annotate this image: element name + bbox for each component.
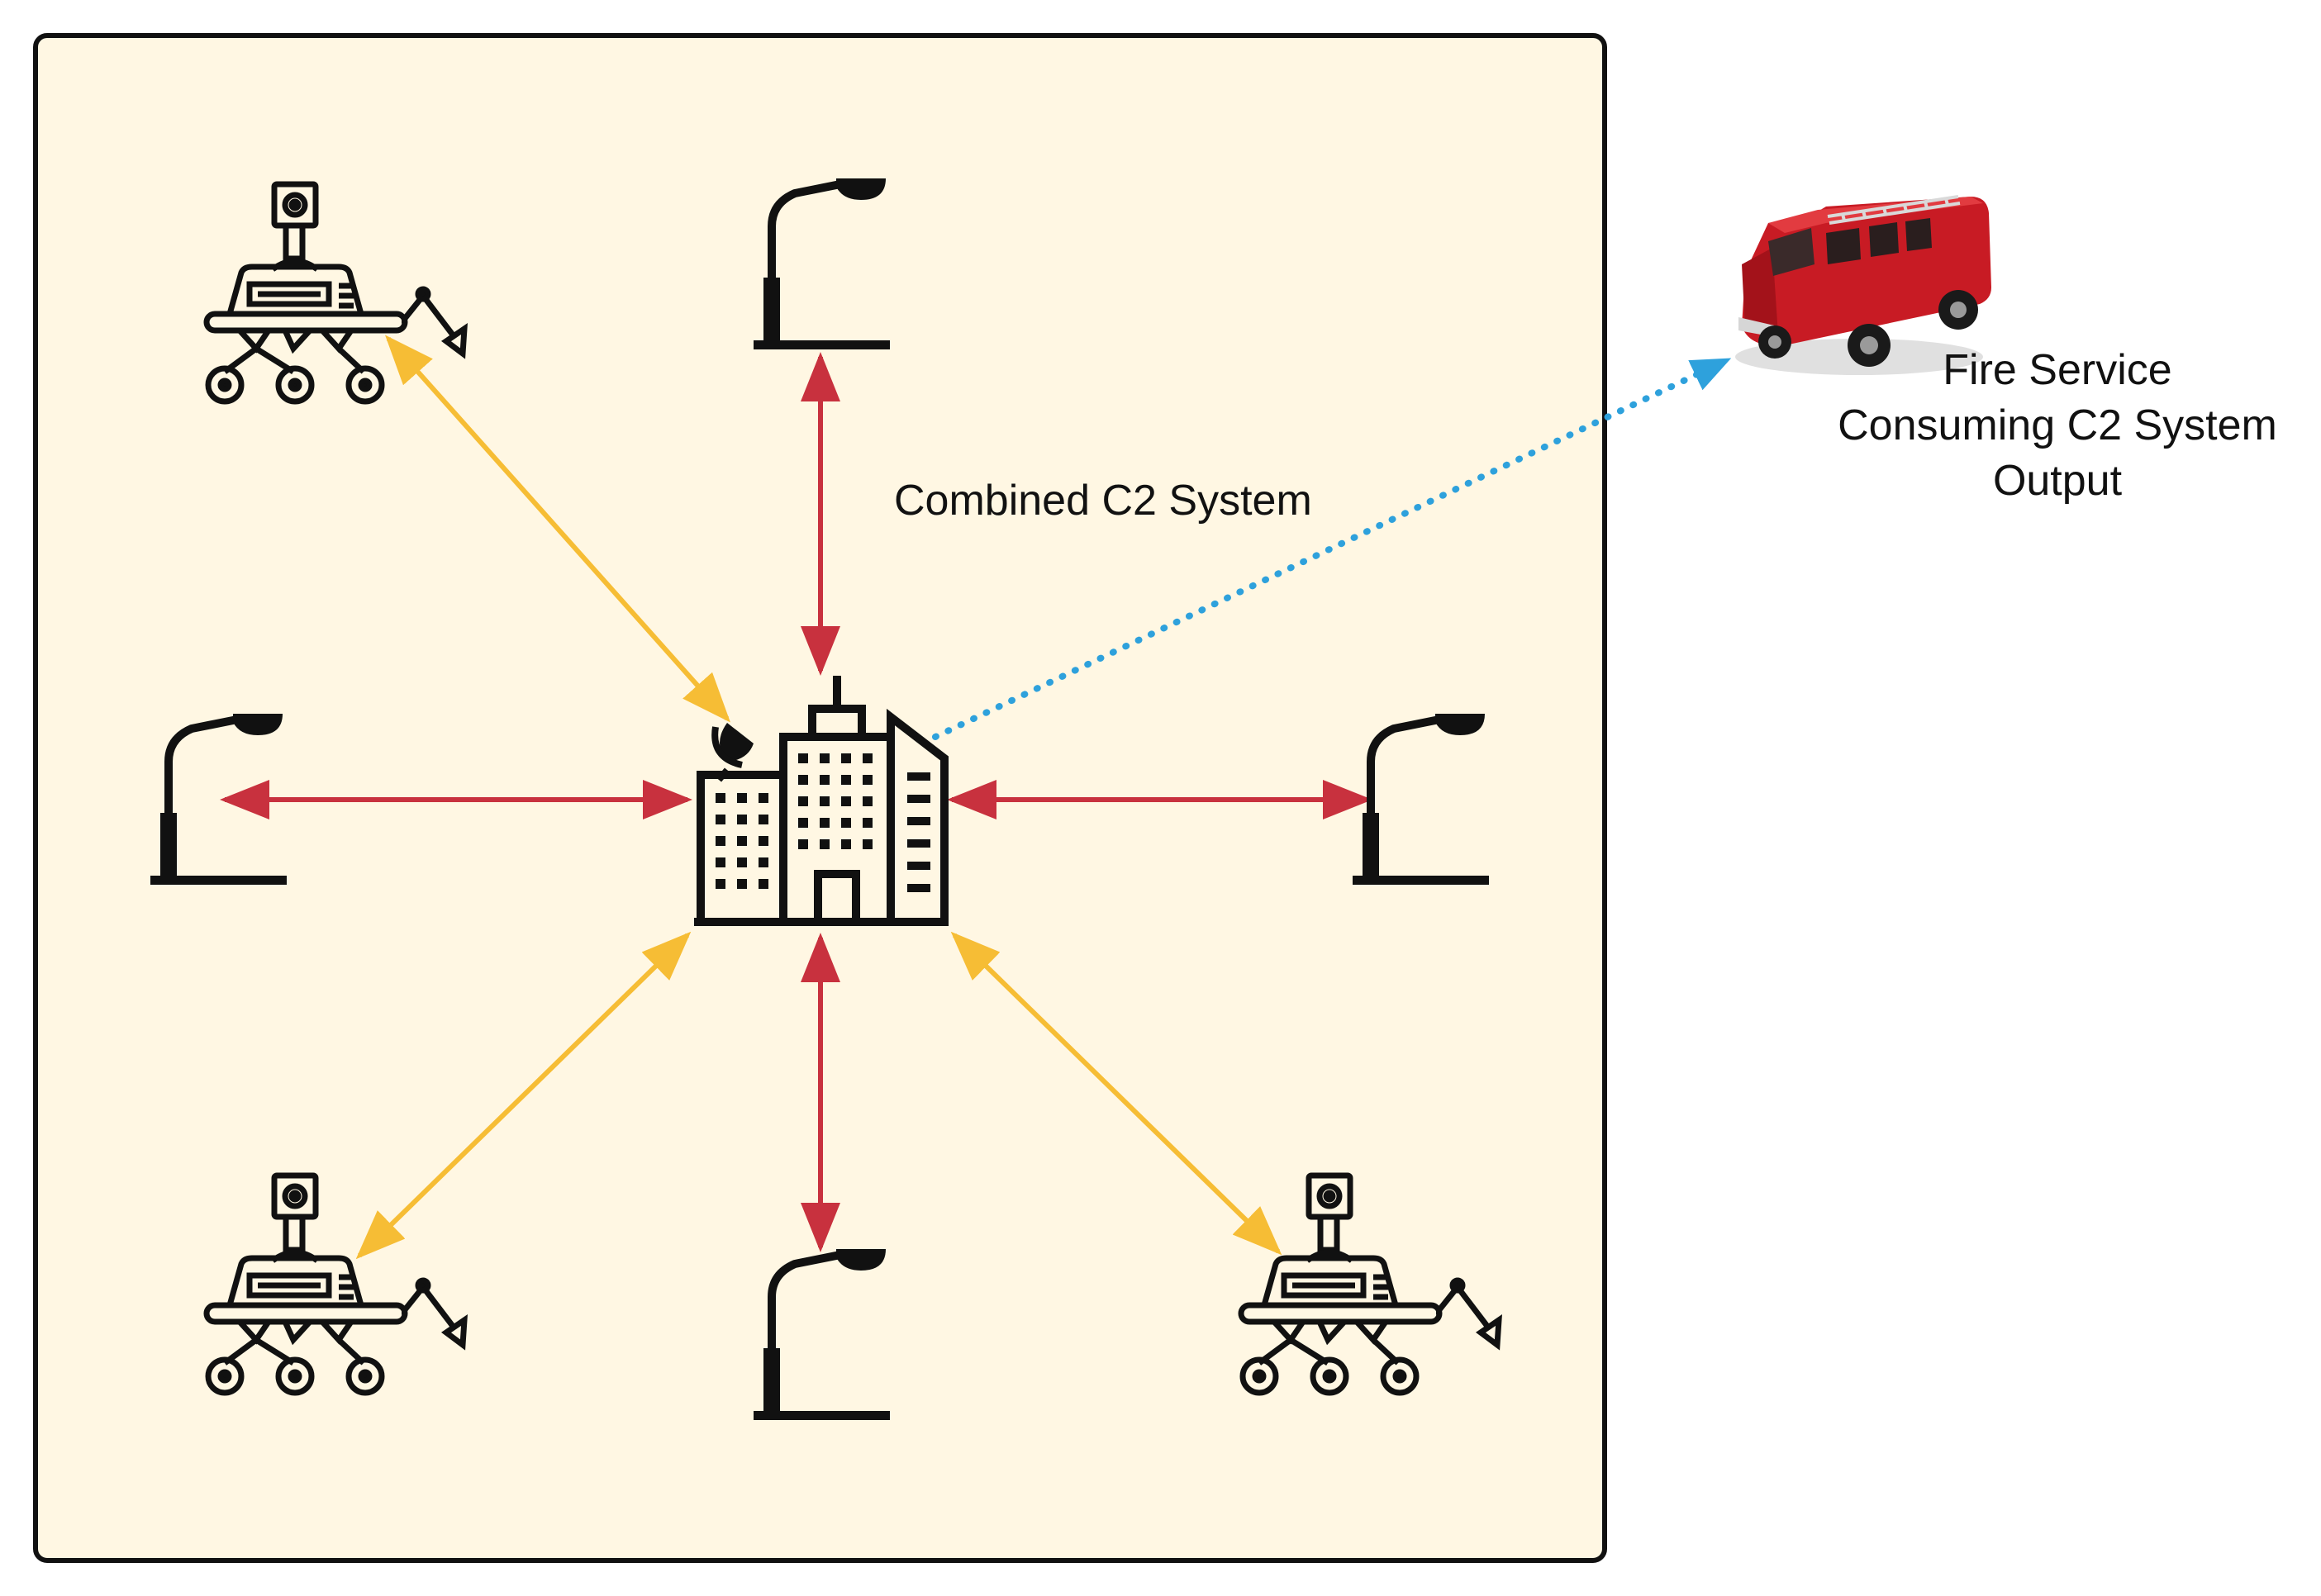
link-hub-fire-service-output [932, 358, 1732, 740]
link-hub-rover-bottom-right [950, 931, 1282, 1256]
fire-engine-icon [1735, 195, 1991, 375]
link-hub-rover-top-left [385, 335, 730, 723]
combined-c2-system-label: Combined C2 System [894, 477, 1312, 525]
fire-service-label: Fire Service Consuming C2 System Output [1810, 343, 2305, 509]
building-windows [716, 753, 930, 892]
fire-service-label-line1: Fire Service [1943, 346, 2172, 394]
link-hub-rover-bottom-left [355, 931, 692, 1260]
fire-service-label-line2: Consuming C2 System [1838, 401, 2277, 449]
office-building-with-satellite-dish-icon [694, 676, 949, 926]
fire-service-label-line3: Output [1992, 457, 2123, 505]
